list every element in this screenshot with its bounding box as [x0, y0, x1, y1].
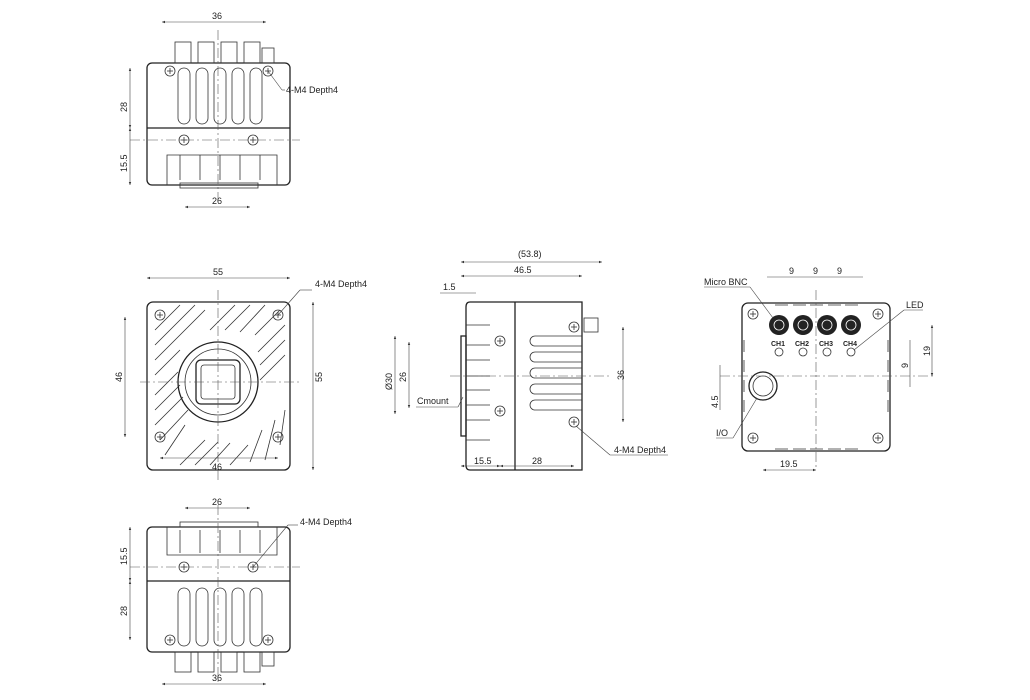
dim-top-bottom: 26	[212, 196, 222, 206]
cooling-slots	[177, 587, 263, 647]
bottom-view: 26 15.5 28 36 4-M4 Depth4	[119, 497, 352, 686]
dim-pitch-3: 9	[837, 266, 842, 276]
callout-front: 4-M4 Depth4	[315, 279, 367, 289]
dim-back-19: 19	[922, 346, 932, 356]
label-ch3: CH3	[819, 341, 833, 348]
dim-front-right: 55	[314, 372, 324, 382]
dim-side-rear: 28	[532, 456, 542, 466]
dim-back-9: 9	[900, 363, 910, 368]
dim-side-26: 26	[398, 372, 408, 382]
dim-bottom-top: 26	[212, 497, 222, 507]
led-indicators	[774, 347, 856, 357]
connector-bnc-row	[174, 651, 275, 673]
top-view: 36 28 15.5 26 4-M4 Depth4	[119, 11, 338, 209]
dim-side-front: 15.5	[474, 456, 492, 466]
side-view: (53.8) 46.5 1.5 Ø30 26 36 15.5 28 Cmount…	[384, 249, 668, 471]
dim-top-width: 36	[212, 11, 222, 21]
dim-side-overall: (53.8)	[518, 249, 542, 259]
dim-top-lower-height: 15.5	[119, 154, 129, 172]
dim-side-36: 36	[616, 370, 626, 380]
label-micro-bnc: Micro BNC	[704, 277, 748, 287]
front-view: 55 46 55 46 4-M4 Depth4	[114, 267, 367, 480]
dim-front-left: 46	[114, 372, 124, 382]
label-cmount: Cmount	[417, 396, 449, 406]
dim-back-19-5: 19.5	[780, 459, 798, 469]
dim-top-upper-height: 28	[119, 102, 129, 112]
dim-bottom-width: 36	[212, 673, 222, 683]
micro-bnc-connectors	[769, 315, 861, 335]
dim-front-bottom: 46	[212, 462, 222, 472]
dim-side-body: 46.5	[514, 265, 532, 275]
dim-bottom-lower-height: 28	[119, 606, 129, 616]
connector-bnc-row	[174, 41, 275, 64]
back-view: CH1 CH2 CH3 CH4 9 9 9 Micro BNC LED 19 9…	[704, 266, 935, 472]
label-led: LED	[906, 300, 924, 310]
label-ch4: CH4	[843, 341, 857, 348]
dim-side-flange: 1.5	[443, 282, 456, 292]
dim-side-diameter: Ø30	[384, 373, 394, 390]
callout-top: 4-M4 Depth4	[286, 85, 338, 95]
dim-pitch-2: 9	[813, 266, 818, 276]
label-io: I/O	[716, 428, 728, 438]
label-ch1: CH1	[771, 341, 785, 348]
label-ch2: CH2	[795, 341, 809, 348]
cooling-slots	[177, 67, 263, 125]
dim-bottom-upper-height: 15.5	[119, 547, 129, 565]
callout-side: 4-M4 Depth4	[614, 445, 666, 455]
dim-front-top: 55	[213, 267, 223, 277]
dim-back-4-5: 4.5	[710, 395, 720, 408]
callout-bottom: 4-M4 Depth4	[300, 517, 352, 527]
dim-pitch-1: 9	[789, 266, 794, 276]
